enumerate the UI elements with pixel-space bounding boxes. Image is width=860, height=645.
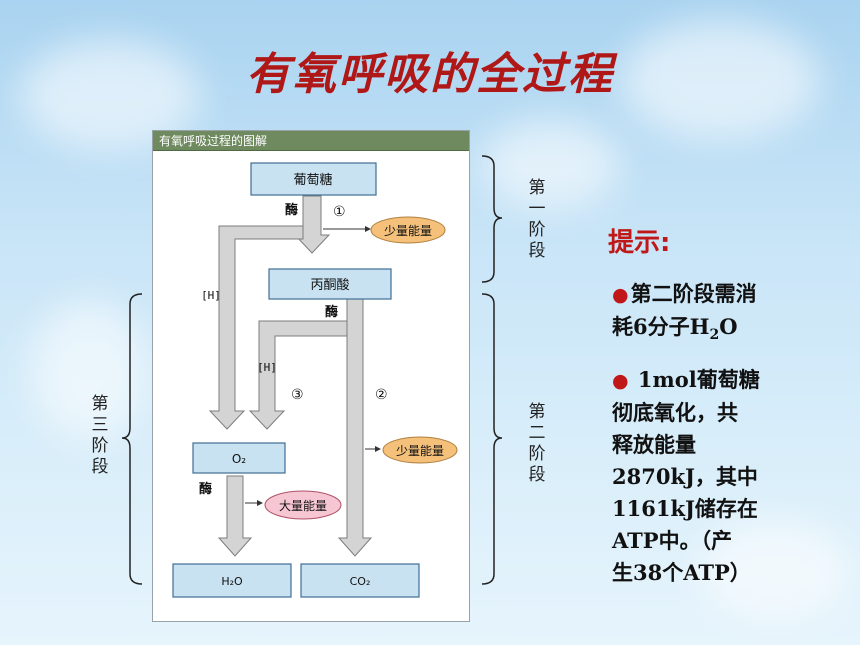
energy-arrow-1 <box>323 226 371 232</box>
oxygen-box <box>192 442 286 474</box>
pyruvate-label: 丙酮酸 <box>310 278 349 293</box>
slide-title: 有氧呼吸的全过程 <box>246 49 614 100</box>
enzyme-label-2: 酶 <box>325 304 338 320</box>
water-box <box>172 563 292 598</box>
hint-2-line-7: 生38个ATP） <box>612 560 751 585</box>
stage-one-brace <box>481 155 503 283</box>
hint-2-line-1: 1mol葡萄糖 <box>637 367 760 392</box>
stage-three-brace <box>121 293 143 585</box>
small-energy-label-1: 少量能量 <box>384 224 432 238</box>
co2-label: CO₂ <box>350 575 371 588</box>
glucose-box <box>250 162 377 196</box>
hydrogen-label-2: [H] <box>257 361 277 374</box>
hint-item-1: ●第二阶段需消 耗6分子H2O <box>612 278 822 351</box>
oxygen-label: O₂ <box>232 452 246 466</box>
hint-2-line-4: 2870kJ，其中 <box>612 464 758 489</box>
large-energy-oval <box>264 490 342 520</box>
bullet-icon: ● <box>612 284 629 306</box>
energy-arrow-3 <box>245 500 263 506</box>
water-label: H₂O <box>221 575 243 588</box>
small-energy-label-2: 少量能量 <box>396 444 444 458</box>
small-energy-oval-2 <box>382 436 458 464</box>
figure-caption: 有氧呼吸过程的图解 <box>153 131 469 151</box>
bullet-icon: ● <box>612 370 629 392</box>
hint-2-line-2: 彻底氧化，共 <box>612 400 738 425</box>
arrow-hydrogen-middle <box>248 320 348 430</box>
arrow-oxygen-to-water <box>217 475 253 557</box>
hint-2-line-6: ATP中。（产 <box>612 528 733 553</box>
hint-title: 提示: <box>608 228 671 258</box>
large-energy-label: 大量能量 <box>279 499 327 513</box>
hint-1-line-2: 耗6分子H2O <box>612 314 738 344</box>
stage-one-label: 第 一 阶 段 <box>528 178 546 261</box>
small-energy-oval-1 <box>370 216 446 244</box>
hint-2-line-5: 1161kJ储存在 <box>612 496 758 521</box>
hydrogen-label-1: [H] <box>201 289 221 302</box>
stage-two-label: 第 二 阶 段 <box>528 402 546 485</box>
hint-1-line-1: 第二阶段需消 <box>630 281 757 306</box>
stage-three-label: 第 三 阶 段 <box>91 394 109 477</box>
step-one-label: ① <box>333 204 346 220</box>
step-two-label: ② <box>375 387 388 403</box>
co2-box <box>300 563 420 598</box>
pyruvate-box <box>268 268 392 300</box>
hint-2-line-3: 释放能量 <box>612 432 696 457</box>
arrow-hydrogen-left <box>208 225 304 430</box>
stage-two-brace <box>481 293 503 585</box>
diagram-canvas: 葡萄糖 丙酮酸 O₂ H₂O CO₂ 酶 ① 酶 酶 [H] [H] ③ ② 少… <box>172 162 458 598</box>
respiration-diagram: 葡萄糖 丙酮酸 O₂ H₂O CO₂ 酶 ① 酶 酶 [H] [H] ③ ② 少… <box>152 130 470 622</box>
arrow-pyruvate-to-co2 <box>337 298 373 557</box>
enzyme-label-3: 酶 <box>199 481 212 497</box>
energy-arrow-2 <box>365 446 381 452</box>
glucose-label: 葡萄糖 <box>293 172 332 188</box>
enzyme-label-1: 酶 <box>285 202 298 218</box>
hint-item-2: ● 1mol葡萄糖 彻底氧化，共 释放能量 2870kJ，其中 1161kJ储存… <box>612 364 822 589</box>
step-three-label: ③ <box>291 387 304 403</box>
